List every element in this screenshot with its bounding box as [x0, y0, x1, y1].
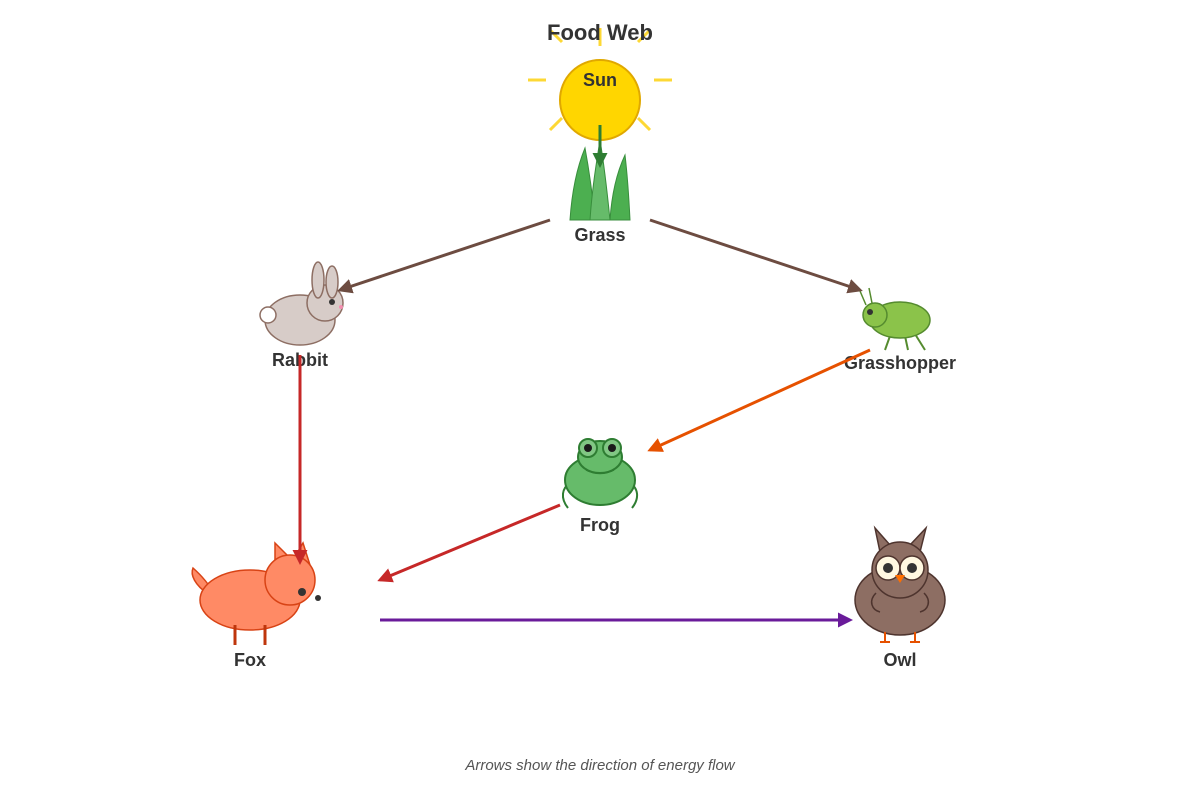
rabbit-icon: [259, 261, 344, 346]
grass-label: Grass: [574, 225, 625, 245]
caption: Arrows show the direction of energy flow: [464, 757, 735, 774]
owl-label: Owl: [883, 650, 916, 670]
frog-icon: [562, 438, 638, 509]
grasshopper-label: Grasshopper: [844, 353, 956, 373]
arrow-grass-to-rabbit: [337, 218, 551, 294]
fox-label: Fox: [234, 650, 266, 670]
fox-icon: [191, 541, 321, 645]
owl-icon: [854, 525, 946, 643]
grasshopper-icon: [859, 287, 931, 351]
diagram-title: Food Web: [547, 20, 653, 45]
sun-label: Sun: [583, 70, 617, 90]
arrow-grass-to-grasshopper: [649, 218, 863, 294]
arrow-frog-to-fox: [377, 503, 561, 583]
arrow-grasshopper-to-frog: [647, 348, 871, 452]
frog-label: Frog: [580, 515, 620, 535]
